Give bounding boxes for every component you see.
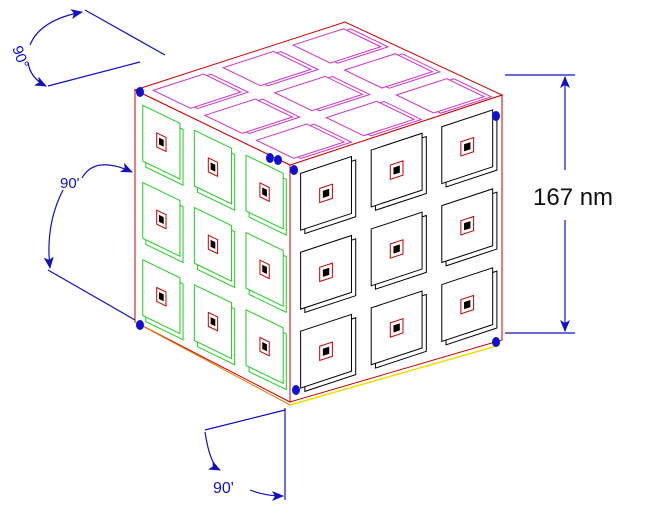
right-tile (301, 155, 356, 235)
right-tile (301, 313, 356, 393)
corner-dot (266, 153, 274, 163)
corner-dot (492, 111, 500, 121)
left-tile (246, 155, 286, 235)
bottom-edge-highlight (289, 344, 501, 406)
right-tile (442, 109, 497, 189)
corner-dots (136, 87, 500, 395)
left-tile (194, 130, 234, 210)
corner-dot (492, 337, 500, 347)
left-tile (143, 105, 183, 185)
right-tile (442, 266, 497, 346)
left-tile (246, 233, 286, 313)
cube (133, 21, 504, 406)
corner-dot (136, 320, 144, 330)
corner-dot (292, 385, 300, 395)
top-tile (153, 73, 248, 110)
top-tiles (153, 27, 491, 159)
right-tile (371, 290, 426, 370)
corner-dot (290, 165, 298, 175)
left-angle-label: 90' (60, 175, 80, 192)
bottom-angle-dimension: 90' (204, 408, 286, 501)
right-tile (371, 132, 426, 212)
top-tile (345, 52, 440, 89)
left-tiles (143, 105, 287, 389)
top-tile (396, 77, 491, 114)
bottom-edge-left (134, 321, 291, 406)
top-tile (205, 98, 300, 135)
top-tile (326, 100, 421, 137)
right-tiles (301, 109, 497, 393)
right-tile (371, 211, 426, 291)
right-tile (442, 187, 497, 267)
top-tile (275, 75, 370, 112)
top-angle-label: 90° (8, 44, 32, 71)
left-tile (194, 285, 234, 365)
height-dimension: 167 nm (505, 74, 613, 334)
left-tile (143, 260, 183, 340)
height-dimension-label: 167 nm (533, 184, 613, 211)
corner-dot (274, 155, 282, 165)
top-tile (256, 123, 351, 160)
corner-dot (136, 87, 144, 97)
right-tile (301, 234, 356, 314)
left-tile (194, 208, 234, 288)
top-tile (293, 27, 388, 64)
top-tile (223, 50, 318, 87)
left-tile (246, 310, 286, 390)
left-angle-dimension: 90' (43, 162, 136, 321)
top-angle-dimension: 90° (8, 9, 166, 87)
bottom-angle-label: 90' (213, 480, 234, 497)
left-tile (143, 183, 183, 263)
